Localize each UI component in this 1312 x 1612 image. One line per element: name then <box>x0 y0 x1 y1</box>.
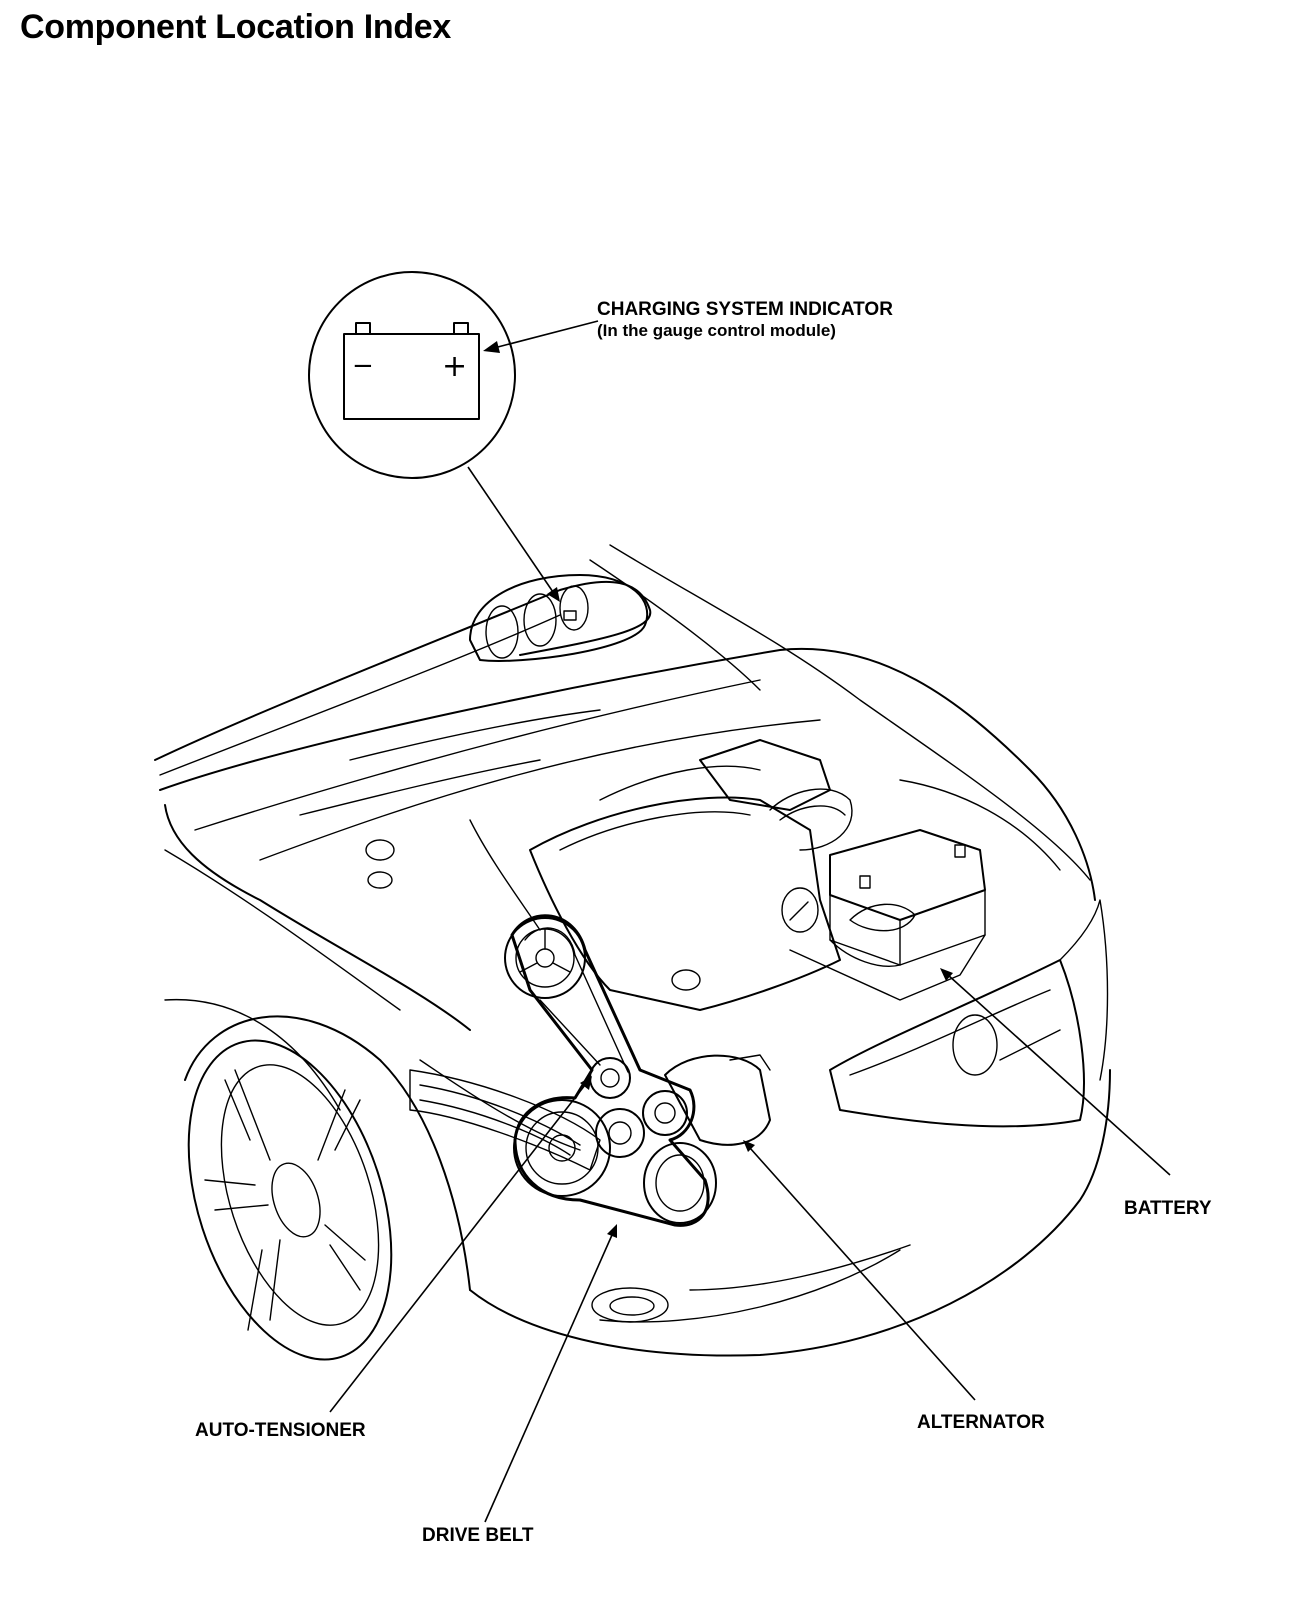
leader-drive-belt <box>484 1224 617 1523</box>
leader-auto-tensioner <box>329 1076 592 1413</box>
callout-charging-system-indicator: CHARGING SYSTEM INDICATOR (In the gauge … <box>597 299 893 341</box>
car-body <box>154 544 1111 1361</box>
callout-auto-tensioner: AUTO-TENSIONER <box>195 1420 366 1441</box>
callout-alternator: ALTERNATOR <box>917 1412 1045 1433</box>
page-title: Component Location Index <box>20 8 452 46</box>
leader-battery <box>940 968 1171 1176</box>
leader-alternator <box>743 1140 976 1401</box>
leader-charging-indicator <box>483 320 599 353</box>
callout-drive-belt: DRIVE BELT <box>422 1525 534 1546</box>
leader-magnifier-to-gauge <box>467 466 560 602</box>
charging-indicator-sublabel: (In the gauge control module) <box>597 321 836 340</box>
engine <box>365 739 1061 1011</box>
indicator-plus-symbol: + <box>442 349 467 384</box>
callout-battery: BATTERY <box>1124 1198 1212 1219</box>
battery-indicator-icon: − + <box>343 322 480 420</box>
belt-drive <box>504 914 771 1227</box>
indicator-magnifier: − + <box>308 271 516 479</box>
indicator-minus-symbol: − <box>352 351 374 381</box>
charging-indicator-label: CHARGING SYSTEM INDICATOR <box>597 299 893 320</box>
